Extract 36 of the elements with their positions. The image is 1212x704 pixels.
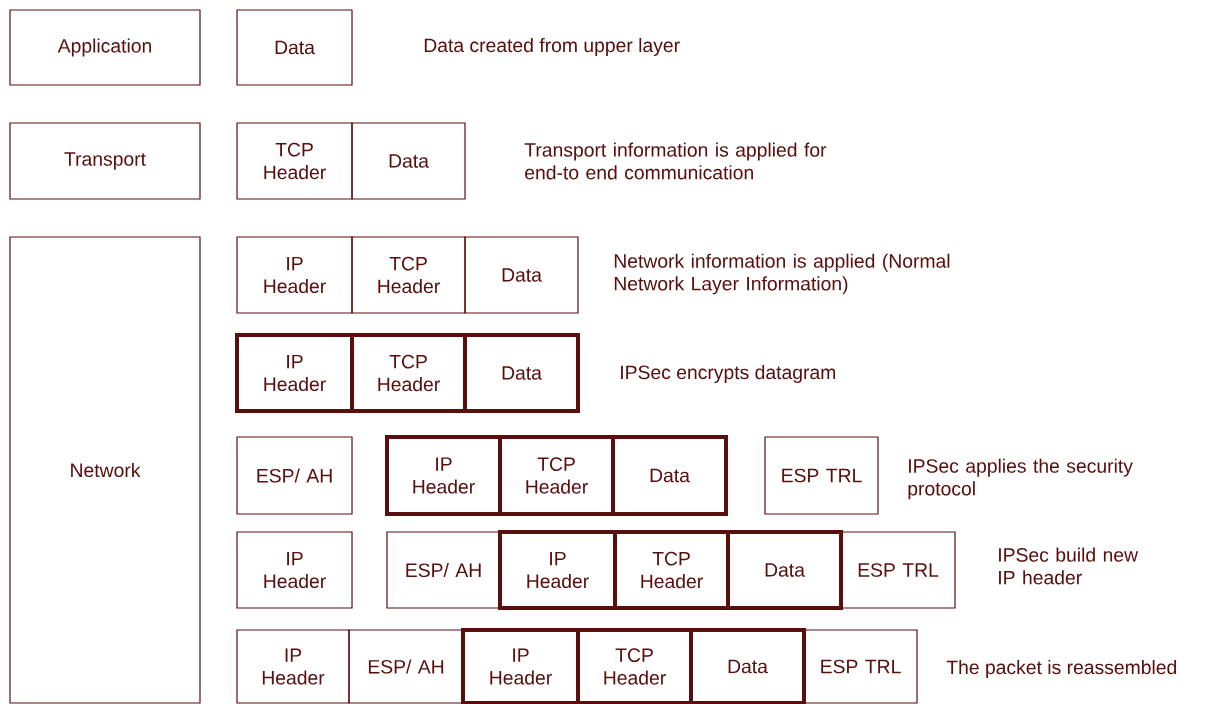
packet-field-box: ESP TRL bbox=[803, 629, 918, 704]
encrypted-field-box: Data bbox=[611, 435, 728, 516]
encrypted-field-box: IP Header bbox=[235, 333, 354, 413]
encrypted-field-box: TCP Header bbox=[576, 628, 693, 704]
encrypted-field-box: IP Header bbox=[461, 628, 580, 704]
layer-box: Network bbox=[9, 236, 201, 704]
description-text: IPSec build new IP header bbox=[999, 547, 1139, 585]
encrypted-field-box: TCP Header bbox=[498, 435, 615, 516]
packet-field-box: ESP/ AH bbox=[348, 629, 464, 704]
description-text: Transport information is applied for end-to end communication bbox=[524, 142, 827, 180]
packet-field-box: TCP Header bbox=[236, 122, 353, 200]
encrypted-field-box: Data bbox=[689, 628, 806, 704]
packet-field-box: IP Header bbox=[236, 629, 350, 704]
packet-field-box: IP Header bbox=[236, 236, 353, 314]
packet-field-box: TCP Header bbox=[351, 236, 466, 314]
description-text: Data created from upper layer bbox=[424, 38, 680, 56]
encrypted-field-box: TCP Header bbox=[350, 333, 467, 413]
description-text: IPSec encrypts datagram bbox=[621, 365, 836, 383]
description-text: Network information is applied (Normal Network Layer Information) bbox=[614, 253, 950, 295]
packet-field-box: Data bbox=[464, 236, 579, 314]
packet-field-box: ESP TRL bbox=[764, 436, 879, 515]
packet-field-box: ESP/ AH bbox=[386, 531, 501, 609]
packet-field-box: ESP/ AH bbox=[236, 436, 353, 515]
packet-field-box: IP Header bbox=[236, 531, 353, 609]
encrypted-field-box: IP Header bbox=[385, 435, 502, 516]
packet-field-box: Data bbox=[351, 122, 466, 200]
description-text: IPSec applies the security protocol bbox=[908, 458, 1133, 500]
encrypted-field-box: IP Header bbox=[498, 530, 617, 610]
packet-field-box: ESP TRL bbox=[840, 531, 956, 609]
layer-box: Transport bbox=[9, 122, 201, 200]
encrypted-field-box: Data bbox=[463, 333, 580, 413]
encrypted-field-box: TCP Header bbox=[613, 530, 730, 610]
packet-field-box: Data bbox=[236, 9, 353, 86]
layer-box: Application bbox=[9, 9, 201, 86]
description-text: The packet is reassembled bbox=[946, 660, 1177, 678]
encrypted-field-box: Data bbox=[726, 530, 843, 610]
